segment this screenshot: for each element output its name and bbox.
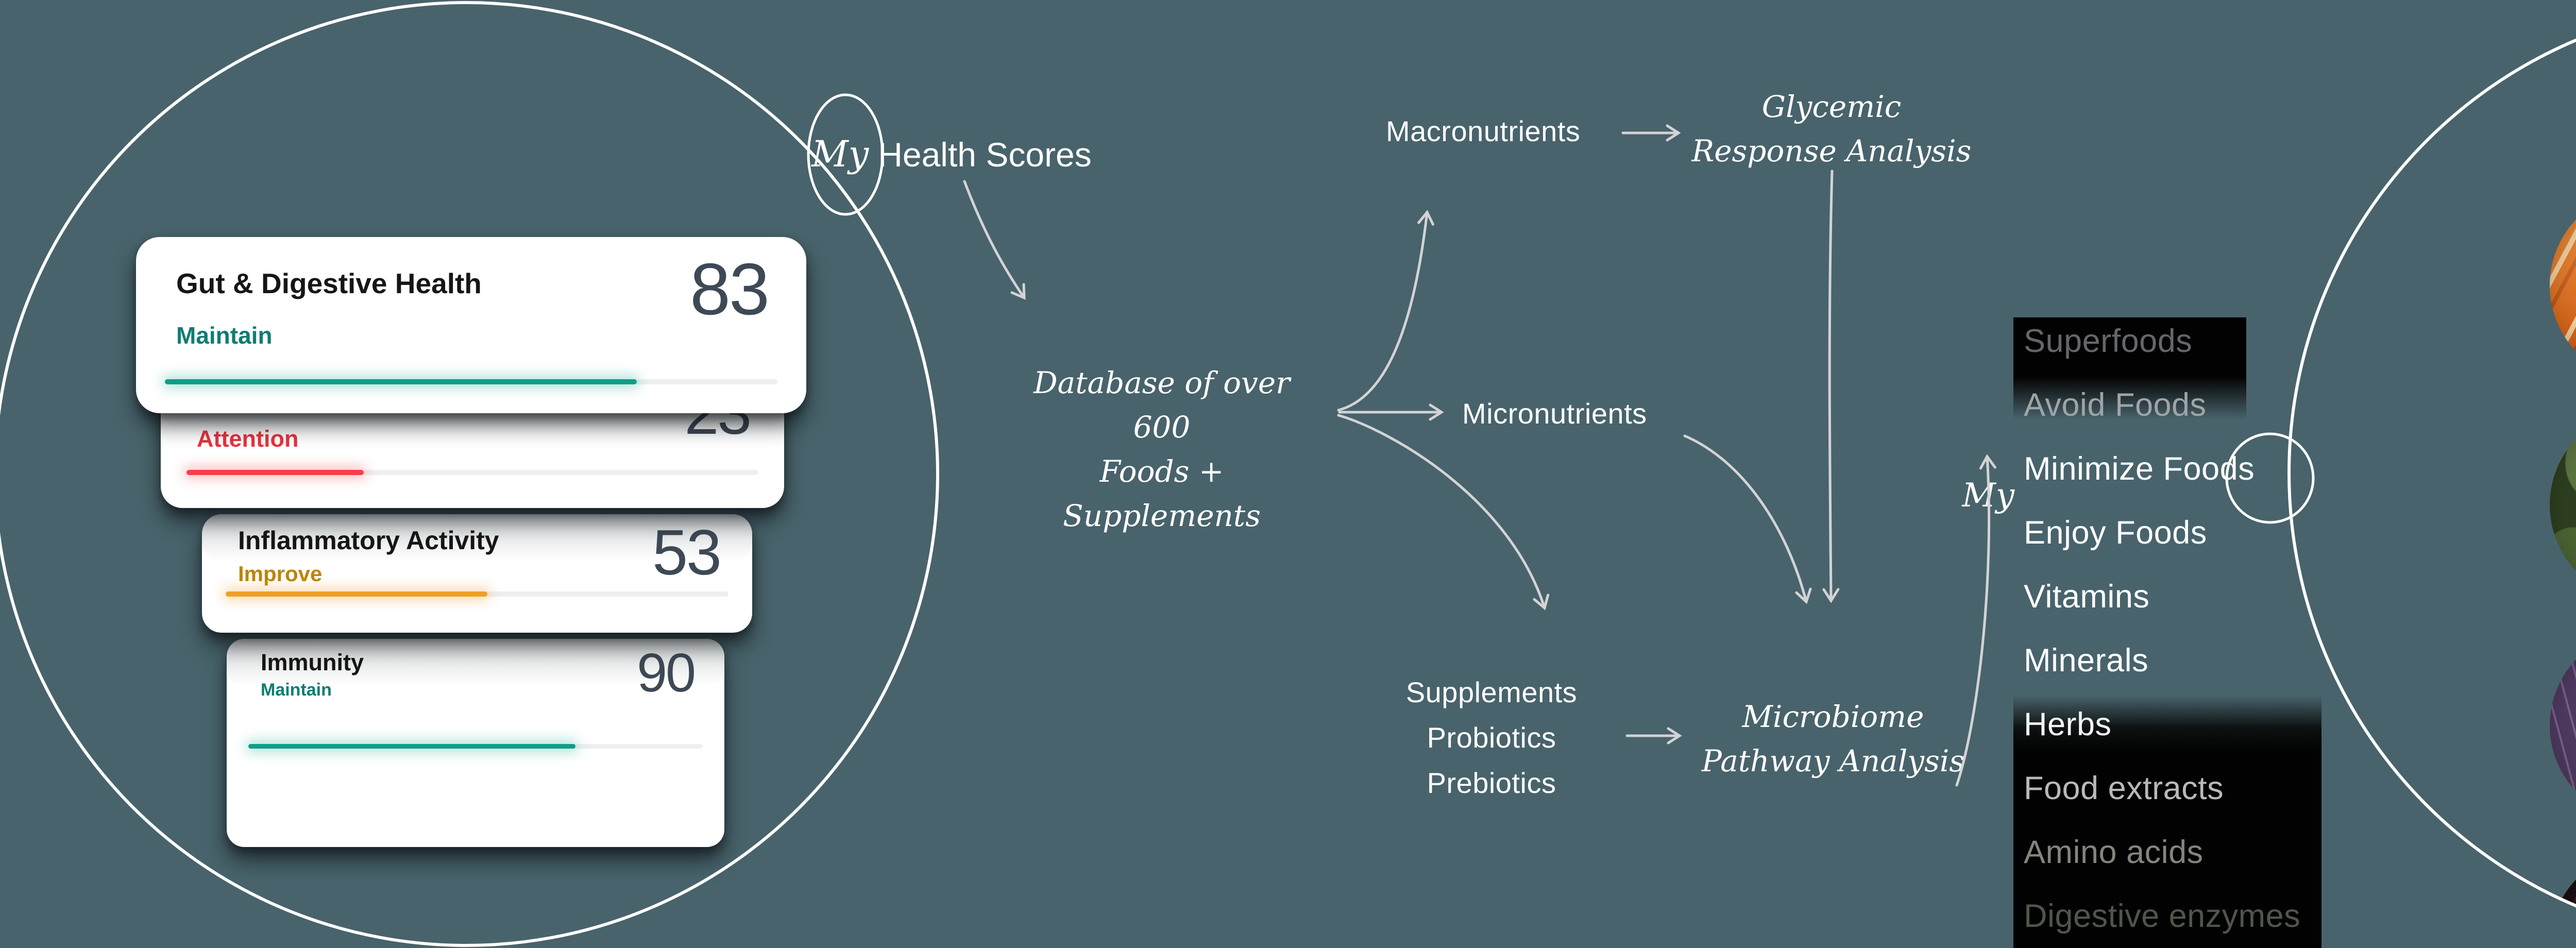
list-item-avoid-foods[interactable]: Avoid Foods <box>2024 387 2207 423</box>
macronutrients-node: Macronutrients <box>1386 115 1581 147</box>
card-title: Gut & Digestive Health <box>176 267 482 299</box>
list-item-food-extracts[interactable]: Food extracts <box>2024 770 2224 806</box>
arrow-glycemic-to-microbiome <box>1822 170 1840 603</box>
dark-red-leaves-image <box>2550 850 2576 943</box>
arrow-micronutrients-to-microbiome <box>1683 434 1812 604</box>
database-node: Database of over 600 Foods + Supplements <box>1010 361 1314 538</box>
food-category-list: Superfoods Avoid Foods Minimize Foods En… <box>2024 309 2300 948</box>
list-my-word: My <box>1962 477 2014 515</box>
title-my-word: My <box>811 133 869 175</box>
glycemic-line1: Glycemic <box>1761 89 1902 124</box>
progress-track <box>248 744 703 749</box>
supplements-line1: Supplements <box>1405 676 1578 708</box>
list-dark-panel-bottom <box>2013 696 2321 948</box>
list-item-amino-acids[interactable]: Amino acids <box>2024 834 2204 870</box>
avocados-image <box>2550 409 2576 601</box>
card-status: Improve <box>238 562 323 586</box>
title-text: Health Scores <box>878 136 1092 174</box>
arrow-database-to-macronutrients <box>1337 210 1434 412</box>
card-status: Maintain <box>176 322 273 349</box>
list-item-herbs[interactable]: Herbs <box>2024 706 2112 742</box>
microbiome-node: Microbiome Pathway Analysis <box>1679 695 1988 783</box>
progress-fill <box>187 470 364 475</box>
glycemic-line2: Response Analysis <box>1691 133 1972 168</box>
supplements-node: Supplements Probiotics Prebiotics <box>1365 670 1618 806</box>
card-status: Maintain <box>261 680 332 700</box>
progress-track <box>187 470 758 475</box>
card-score: 83 <box>690 248 770 330</box>
microbiome-line1: Microbiome <box>1742 699 1924 734</box>
supplements-line2: Probiotics <box>1427 721 1556 754</box>
list-item-superfoods[interactable]: Superfoods <box>2024 323 2193 359</box>
card-title: Inflammatory Activity <box>238 526 499 555</box>
micronutrients-node: Micronutrients <box>1462 397 1647 430</box>
progress-fill <box>248 744 576 749</box>
database-line1: Database of over 600 <box>1033 365 1290 445</box>
card-status: Attention <box>197 426 299 452</box>
list-item-minerals[interactable]: Minerals <box>2024 642 2149 679</box>
card-score: 90 <box>637 642 696 703</box>
card-title: Immunity <box>261 649 364 675</box>
purple-kale-image <box>2550 630 2576 821</box>
list-dark-panel-top <box>2013 317 2246 419</box>
card-score: 53 <box>652 517 722 588</box>
glycemic-node: Glycemic Response Analysis <box>1677 84 1986 173</box>
progress-track <box>165 379 777 384</box>
page-title: My Health Scores <box>811 133 1092 175</box>
progress-fill <box>226 591 487 597</box>
progress-fill <box>165 379 637 384</box>
database-line2: Foods + Supplements <box>1063 454 1261 533</box>
score-card-gut-digestive: Gut & Digestive Health 83 Maintain <box>136 237 806 413</box>
list-item-minimize-foods[interactable]: Minimize Foods <box>2024 451 2255 487</box>
list-item-enjoy-foods[interactable]: Enjoy Foods <box>2024 515 2207 551</box>
microbiome-line2: Pathway Analysis <box>1701 743 1965 778</box>
score-card-inflammatory: Inflammatory Activity 53 Improve <box>202 514 752 633</box>
list-item-vitamins[interactable]: Vitamins <box>2024 579 2150 615</box>
salmon-texture-image <box>2550 190 2576 381</box>
progress-track <box>226 591 728 597</box>
food-montage-circle <box>2289 3 2576 943</box>
supplements-line3: Prebiotics <box>1427 767 1556 799</box>
score-card-immunity: Immunity 90 Maintain <box>227 639 724 847</box>
arrow-database-to-supplements <box>1337 414 1550 611</box>
arrow-header-to-database <box>963 180 1026 300</box>
list-item-digestive-enzymes[interactable]: Digestive enzymes <box>2024 898 2301 934</box>
